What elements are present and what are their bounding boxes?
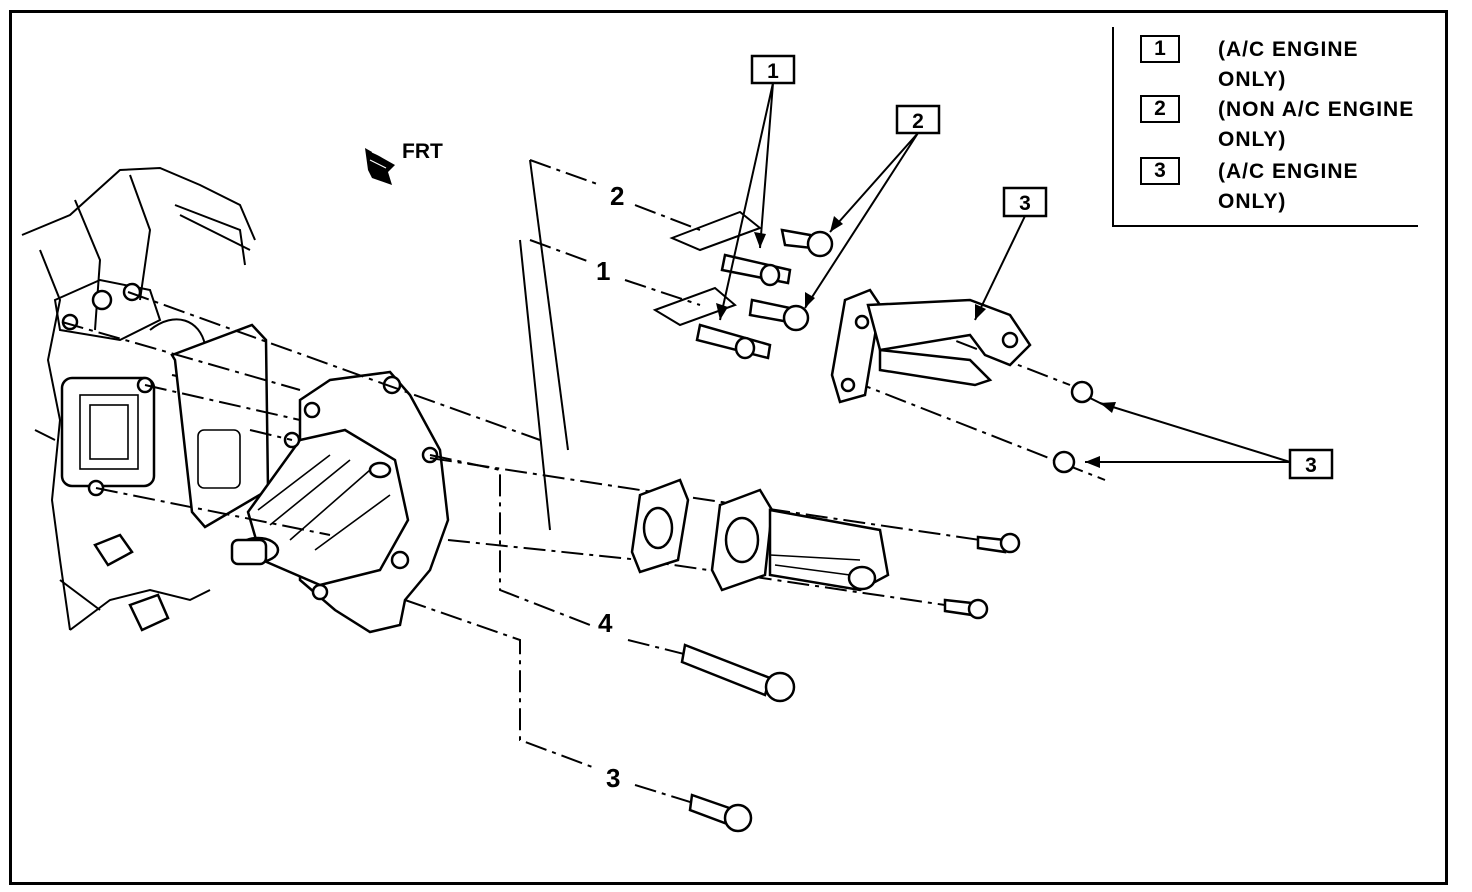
legend-text-1: (A/C ENGINE ONLY) — [1218, 38, 1359, 91]
svg-text:1: 1 — [767, 60, 779, 83]
legend-row-3: 3 (A/C ENGINE ONLY) — [1140, 157, 1418, 217]
water-outlet-housing — [710, 488, 890, 592]
legend: 1 (A/C ENGINE ONLY) 2 (NON A/C ENGINE ON… — [1112, 27, 1418, 227]
legend-key-1: 1 — [1140, 35, 1180, 63]
bolt-outlet-upper — [976, 532, 1021, 554]
legend-row-1: 1 (A/C ENGINE ONLY) — [1140, 35, 1418, 95]
legend-text-3: (A/C ENGINE ONLY) — [1218, 160, 1359, 213]
svg-text:2: 2 — [912, 110, 924, 133]
diagram-frame — [9, 10, 1448, 885]
stud-lower — [695, 323, 772, 360]
front-arrow-icon — [365, 148, 395, 185]
legend-key-2: 2 — [1140, 95, 1180, 123]
bolt-outlet-lower — [943, 598, 989, 620]
front-label: FRT — [402, 140, 443, 163]
outlet-gasket — [630, 478, 690, 574]
legend-key-3: 3 — [1140, 157, 1180, 185]
svg-text:3: 3 — [1305, 454, 1317, 477]
svg-text:3: 3 — [1019, 192, 1031, 215]
legend-row-2: 2 (NON A/C ENGINE ONLY) — [1140, 95, 1418, 155]
water-pump-gasket — [170, 323, 270, 529]
callout-2: 2 — [804, 104, 941, 309]
nut-upper — [1070, 380, 1111, 409]
bolt-upper-right — [780, 228, 834, 258]
callout-3-bracket: 3 — [974, 186, 1048, 321]
long-bolt — [680, 643, 796, 703]
ac-bracket — [830, 288, 1032, 404]
callout-1: 1 — [716, 54, 796, 321]
item-number-4: 4 — [598, 608, 613, 638]
stud-plate-lower — [652, 286, 737, 327]
nut-lower — [1052, 450, 1076, 474]
stud-bracket-line-2 — [529, 159, 569, 451]
water-pump — [230, 370, 450, 634]
stud-plate-upper — [669, 210, 763, 252]
bolt-middle — [748, 298, 810, 332]
stud-bracket-line-1 — [519, 239, 551, 531]
callout-3-nuts: 3 — [1085, 402, 1334, 480]
item-number-1: 1 — [596, 256, 610, 286]
short-bolt — [688, 793, 753, 833]
legend-text-2: (NON A/C ENGINE ONLY) — [1218, 98, 1415, 151]
stud-upper — [720, 253, 792, 287]
item-number-3: 3 — [606, 763, 620, 793]
item-number-2: 2 — [610, 181, 624, 211]
